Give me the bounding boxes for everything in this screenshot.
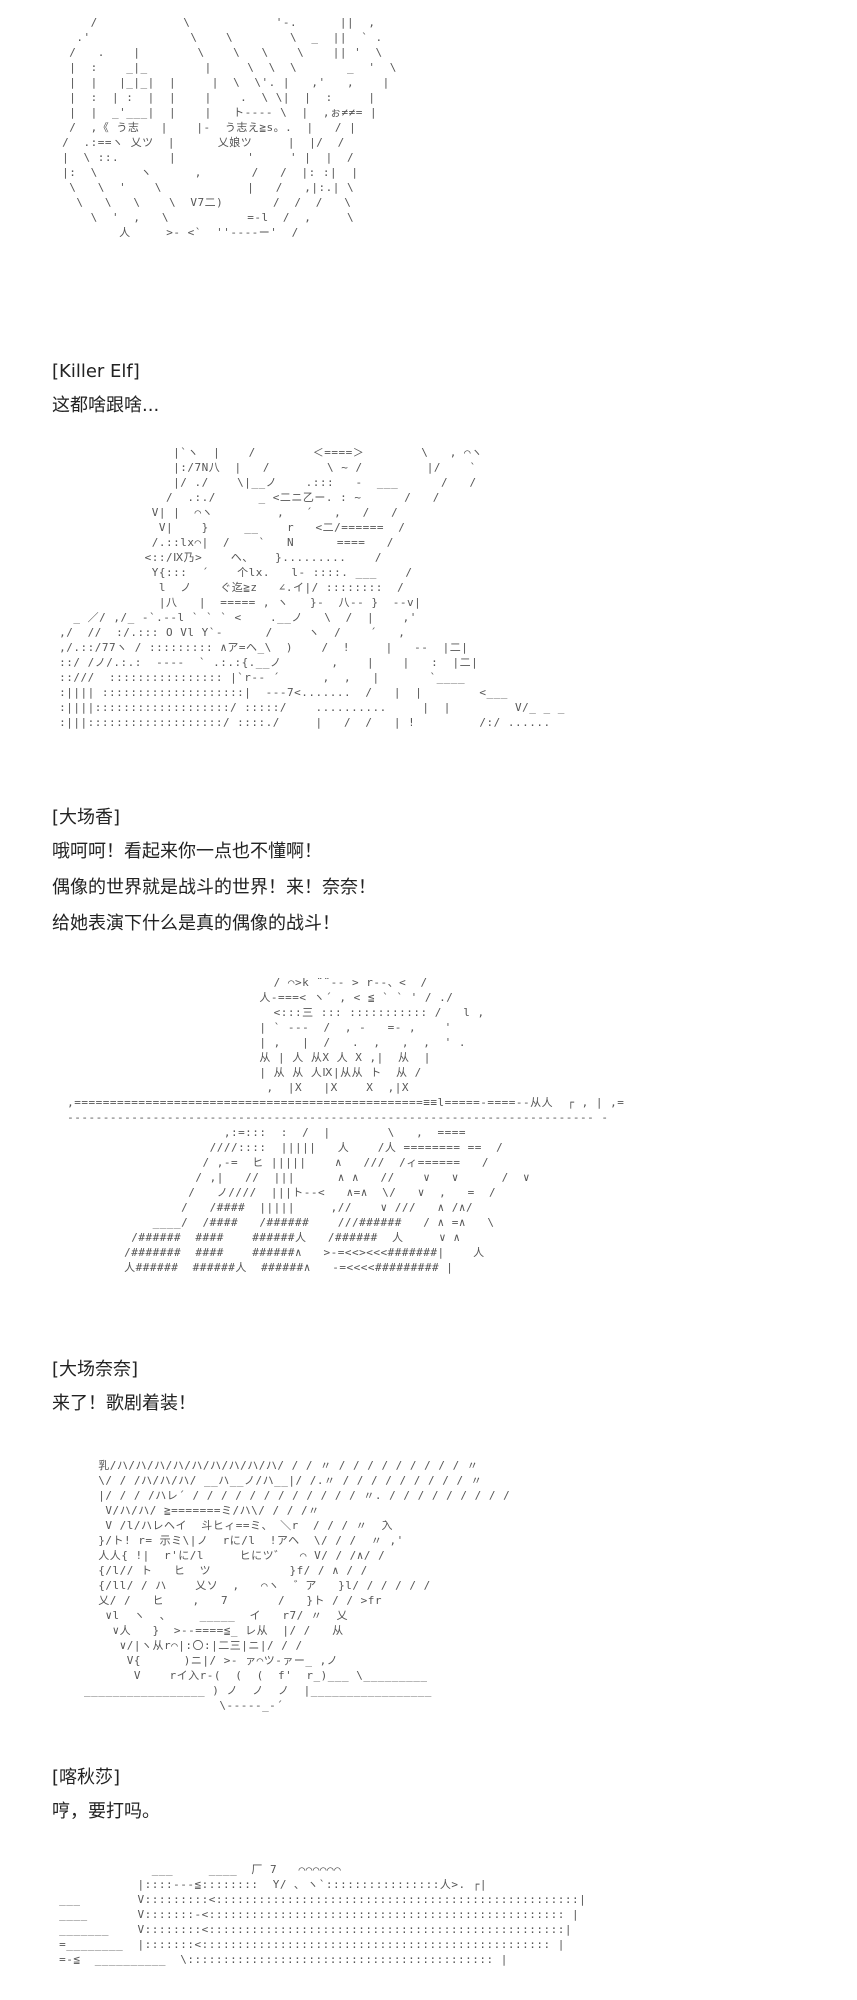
speaker-label: [大场香] xyxy=(52,807,121,828)
ascii-art-killer-elf: / \ '‐. || , .' \ \ \ _ || ` . / . | \ \… xyxy=(62,16,397,239)
speaker-label: [Killer Elf] xyxy=(52,361,140,382)
ascii-art-katyusha: 乳/ハ/ハ/ハ/ハ/ハ/ハ/ハ/ハ/ハ/ / / 〃 / / / / / / /… xyxy=(84,1459,511,1712)
dialogue-line: 给她表演下什么是真的偶像的战斗！ xyxy=(52,913,340,934)
speaker-label: [喀秋莎] xyxy=(52,1767,121,1788)
dialogue-line: 来了！歌剧着装！ xyxy=(52,1393,196,1414)
ascii-art-nana: / ⌒>k ¨¨-- > r--、< / 人-===< ヽ´ , < ≦ ` `… xyxy=(67,976,625,1274)
ascii-art-kaori: |`ヽ | / ＜====＞ \ , ⌒ヽ |:/7N八 | / \ ~ / |… xyxy=(59,446,565,729)
dialogue-line: 哦呵呵！看起来你一点也不懂啊！ xyxy=(52,841,322,862)
dialogue-line: 这都啥跟啥... xyxy=(52,395,160,416)
speaker-label: [大场奈奈] xyxy=(52,1359,139,1380)
ascii-art-continued: ___ ____ 厂 7 ⌒⌒⌒⌒⌒⌒ |::::‐--≦:::::::: Y/… xyxy=(59,1863,587,1966)
dialogue-line: 偶像的世界就是战斗的世界！来！奈奈！ xyxy=(52,877,376,898)
dialogue-line: 哼，要打吗。 xyxy=(52,1801,160,1822)
